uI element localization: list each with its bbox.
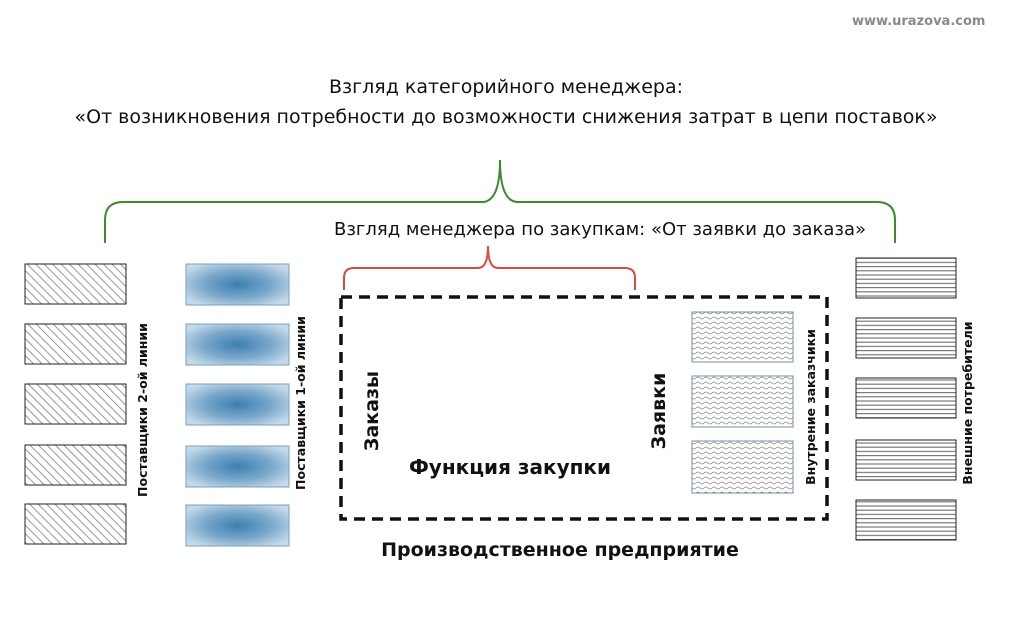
purchase-scope-bracket: [343, 245, 636, 290]
external-consumers-label: Внешние потребители: [960, 321, 975, 485]
suppliers-1st-line-label: Поставщики 1-ой линии: [293, 316, 308, 490]
suppliers-2nd-line-boxes: [24, 263, 127, 545]
internal-customer-box: [691, 311, 794, 363]
external-consumers-boxes: [855, 257, 957, 541]
category-scope-bracket: [104, 159, 896, 243]
internal-customer-box: [691, 440, 794, 494]
external-consumer-box: [855, 499, 957, 541]
supplier-1st-box: [185, 383, 290, 426]
internal-customers-boxes: [691, 311, 794, 494]
watermark: www.urazova.com: [852, 14, 986, 29]
purchasing-function-label: Функция закупки: [408, 455, 612, 479]
supplier-1st-box: [185, 263, 290, 306]
external-consumer-box: [855, 439, 957, 481]
suppliers-2nd-line-label: Поставщики 2-ой линии: [135, 323, 150, 497]
category-view-title: Взгляд категорийного менеджера:: [329, 76, 683, 98]
supplier-2nd-box: [24, 263, 127, 305]
supplier-2nd-box: [24, 383, 127, 425]
purchasing-function-border: [339, 295, 829, 521]
supplier-2nd-box: [24, 323, 127, 365]
supplier-1st-box: [185, 445, 290, 488]
purchase-view-label: Взгляд менеджера по закупкам: «От заявки…: [334, 219, 866, 240]
external-consumer-box: [855, 377, 957, 419]
supplier-1st-box: [185, 504, 290, 547]
external-consumer-box: [855, 257, 957, 299]
internal-customers-label: Внутрение заказчики: [803, 329, 818, 485]
external-consumer-box: [855, 317, 957, 359]
supplier-2nd-box: [24, 503, 127, 545]
suppliers-1st-line-boxes: [185, 263, 290, 547]
orders-label: Заказы: [361, 370, 383, 452]
internal-customer-box: [691, 375, 794, 428]
requests-label: Заявки: [648, 372, 670, 450]
supplier-2nd-box: [24, 444, 127, 486]
category-view-subtitle: «От возникновения потребности до возможн…: [74, 106, 938, 128]
supplier-1st-box: [185, 323, 290, 366]
enterprise-label: Производственное предприятие: [381, 539, 739, 561]
